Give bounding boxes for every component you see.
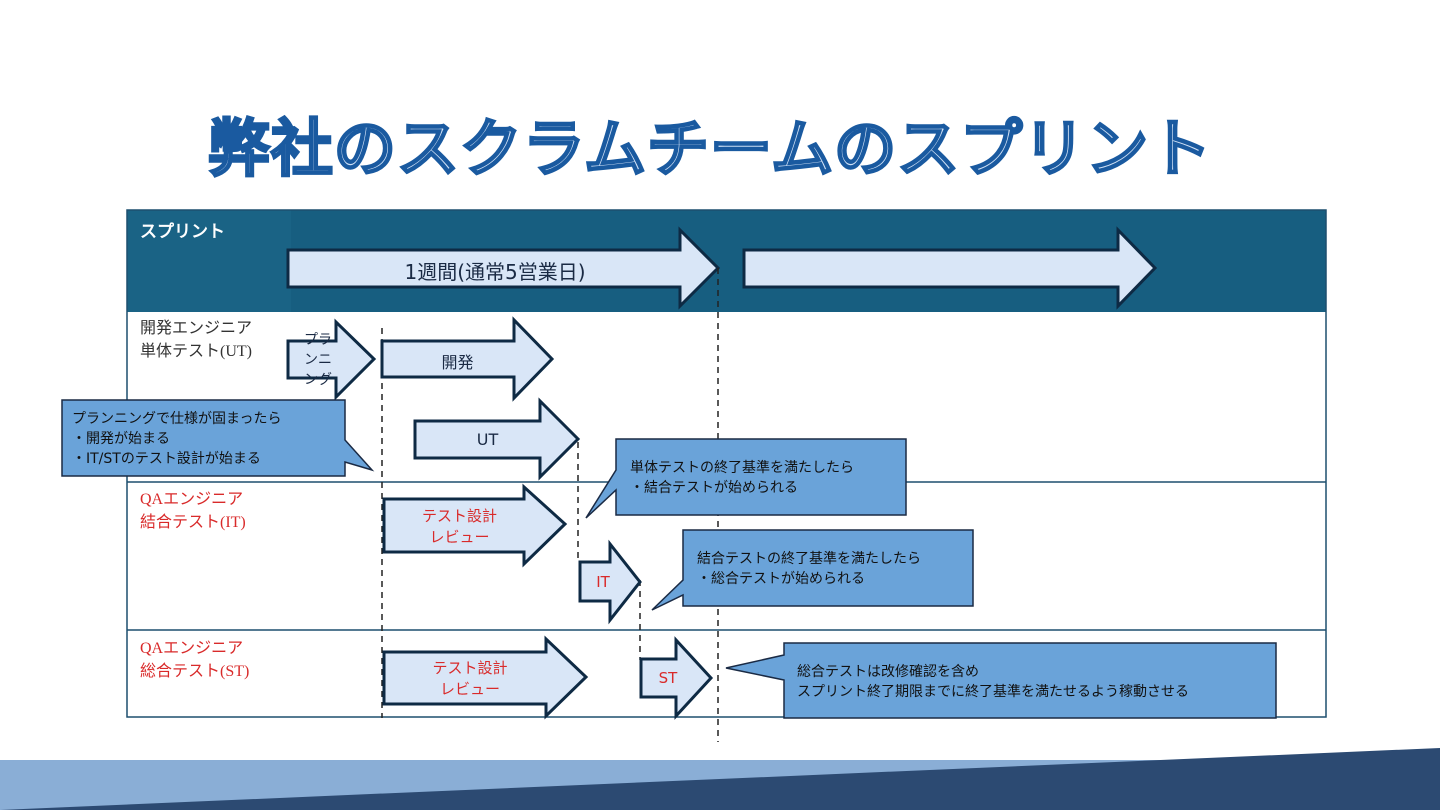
callout-ut-shape xyxy=(585,438,907,519)
st-arrow xyxy=(639,636,714,720)
sprint-label: スプリント xyxy=(140,222,225,242)
callout-st-text: 総合テストは改修確認を含め スプリント終了期限までに終了基準を満たせるよう稼動さ… xyxy=(797,664,1189,700)
header-left-cell xyxy=(127,210,291,312)
row-label-it: QAエンジニア 結合テスト(IT) xyxy=(140,491,246,531)
callout-planning-text: プランニングで仕様が固まったら ・開発が始まる ・IT/STのテスト設計が始まる xyxy=(72,411,282,467)
row-label-st: QAエンジニア 総合テスト(ST) xyxy=(140,640,250,680)
it-design-arrow-label: テスト設計 レビュー xyxy=(421,507,497,546)
callout-it-text: 結合テストの終了基準を満たしたら ・総合テストが始められる xyxy=(697,551,921,587)
week-label: 1週間(通常5営業日) xyxy=(404,260,586,284)
callout-it-shape xyxy=(651,529,974,611)
dev-arrow xyxy=(380,316,555,402)
st-design-arrow xyxy=(382,635,589,720)
ut-arrow-label: UT xyxy=(476,430,499,449)
week-arrow-1 xyxy=(286,226,721,310)
it-design-arrow xyxy=(382,483,568,568)
dev-arrow-label: 開発 xyxy=(441,353,474,372)
callout-planning-shape xyxy=(61,399,375,477)
it-arrow-label: IT xyxy=(596,573,610,591)
callout-ut-text: 単体テストの終了基準を満たしたら ・結合テストが始められる xyxy=(630,460,854,496)
week-arrow-2 xyxy=(742,226,1158,310)
callout-st-shape xyxy=(725,642,1277,719)
row-label-dev: 開発エンジニア 単体テスト(UT) xyxy=(140,320,253,360)
st-design-arrow-label: テスト設計 レビュー xyxy=(432,659,508,698)
st-arrow-label: ST xyxy=(658,669,678,687)
bottom-band-dark xyxy=(0,748,1440,810)
ut-arrow xyxy=(413,397,581,481)
page-title: 弊社のスクラムチームのスプリント xyxy=(207,111,1213,187)
planning-arrow-label: プラ ンニ ング xyxy=(304,332,332,388)
it-arrow xyxy=(578,539,642,625)
planning-arrow xyxy=(286,318,377,401)
